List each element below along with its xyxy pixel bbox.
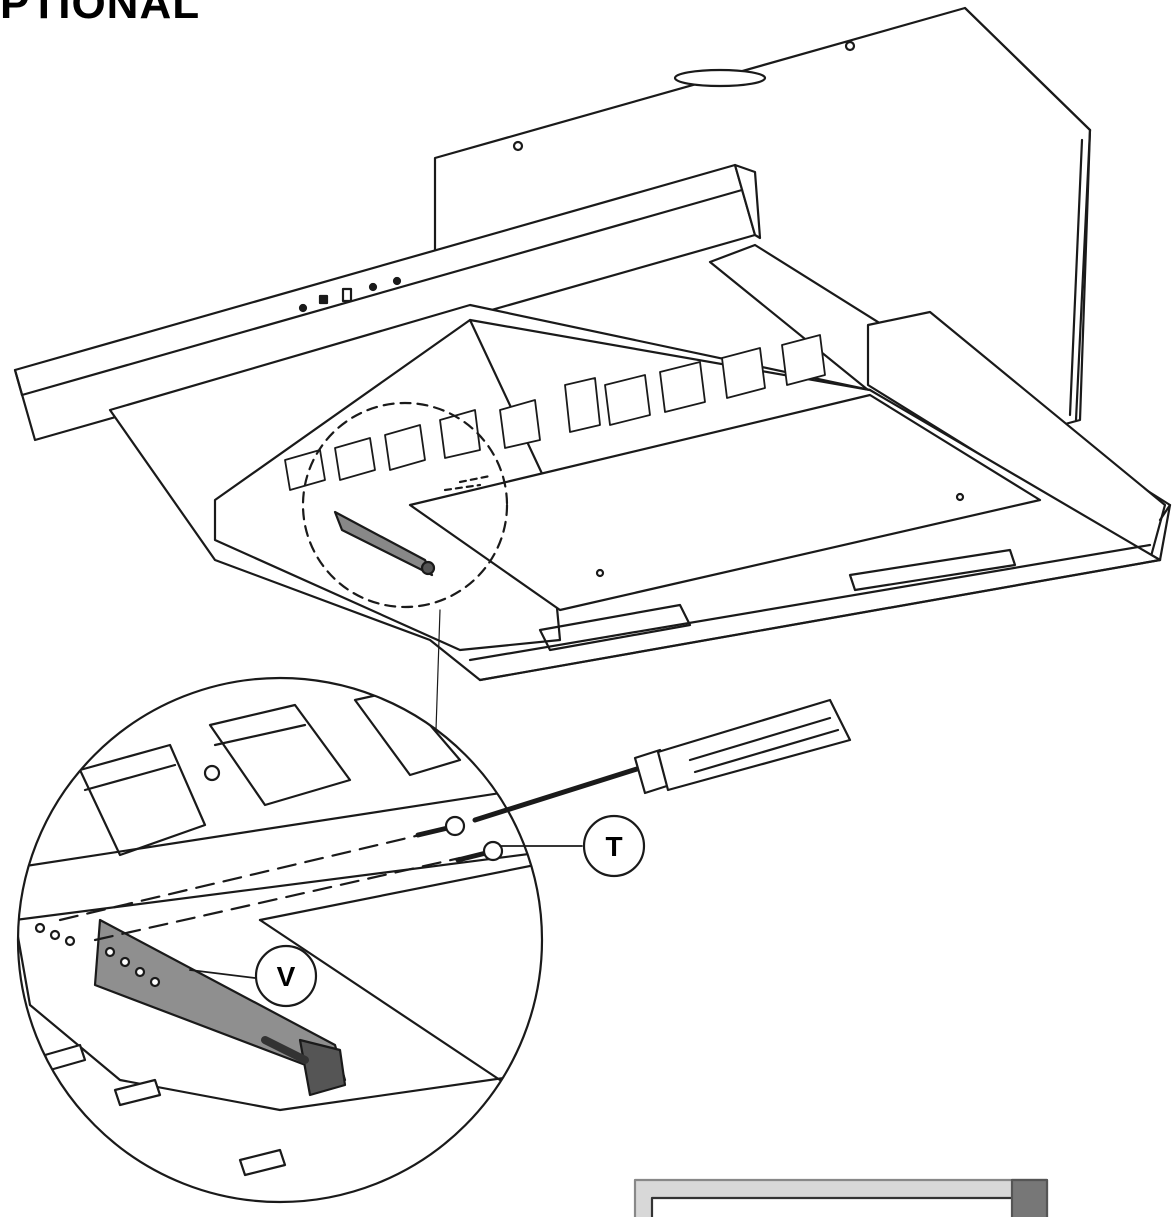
- underside-panel: [108, 303, 1162, 682]
- filter-vents: [284, 334, 826, 491]
- front-panel: [13, 163, 762, 442]
- callout-label-t: T: [605, 831, 622, 862]
- magnified-detail-border: [16, 676, 544, 1204]
- telescopic-bracket-small: [333, 474, 492, 577]
- control-buttons: [298, 276, 402, 313]
- callout-label-v: V: [277, 961, 296, 992]
- detail-marker: [301, 401, 509, 609]
- screwdriver-icon: [472, 698, 852, 823]
- section-heading: PTIONAL: [0, 0, 201, 28]
- bracket-callout-circle: [254, 944, 318, 1008]
- next-figure-frame: [633, 1178, 1049, 1217]
- side-rail: [708, 243, 1172, 562]
- magnified-detail: [18, 678, 542, 1202]
- detail-leader: [435, 609, 441, 731]
- screw-callout-circle: [582, 814, 646, 878]
- screw-pair: [415, 815, 504, 863]
- bracket-callout-leader: [189, 969, 256, 979]
